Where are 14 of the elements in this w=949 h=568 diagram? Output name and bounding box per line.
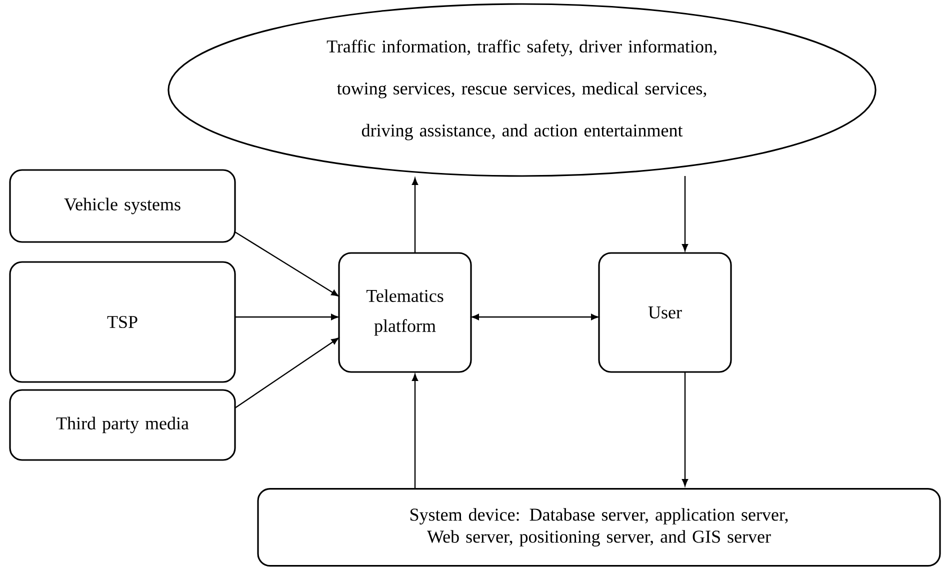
arrow: [235, 314, 338, 320]
arrow: [682, 176, 688, 252]
arrow: [234, 338, 339, 408]
arrow: [412, 374, 418, 488]
source-box: Vehicle systems: [9, 169, 236, 243]
system-device-box: System device: Database server, application server, Web server, positioning server, and GIS server: [257, 488, 941, 567]
source-box: Third party media: [9, 389, 236, 461]
platform-box: Telematics platform: [338, 252, 472, 373]
arrow: [234, 231, 339, 296]
source-box: TSP: [9, 261, 236, 383]
arrow: [682, 372, 688, 486]
arrow: [472, 314, 598, 320]
user-box: User: [598, 252, 732, 373]
arrow: [412, 178, 418, 253]
